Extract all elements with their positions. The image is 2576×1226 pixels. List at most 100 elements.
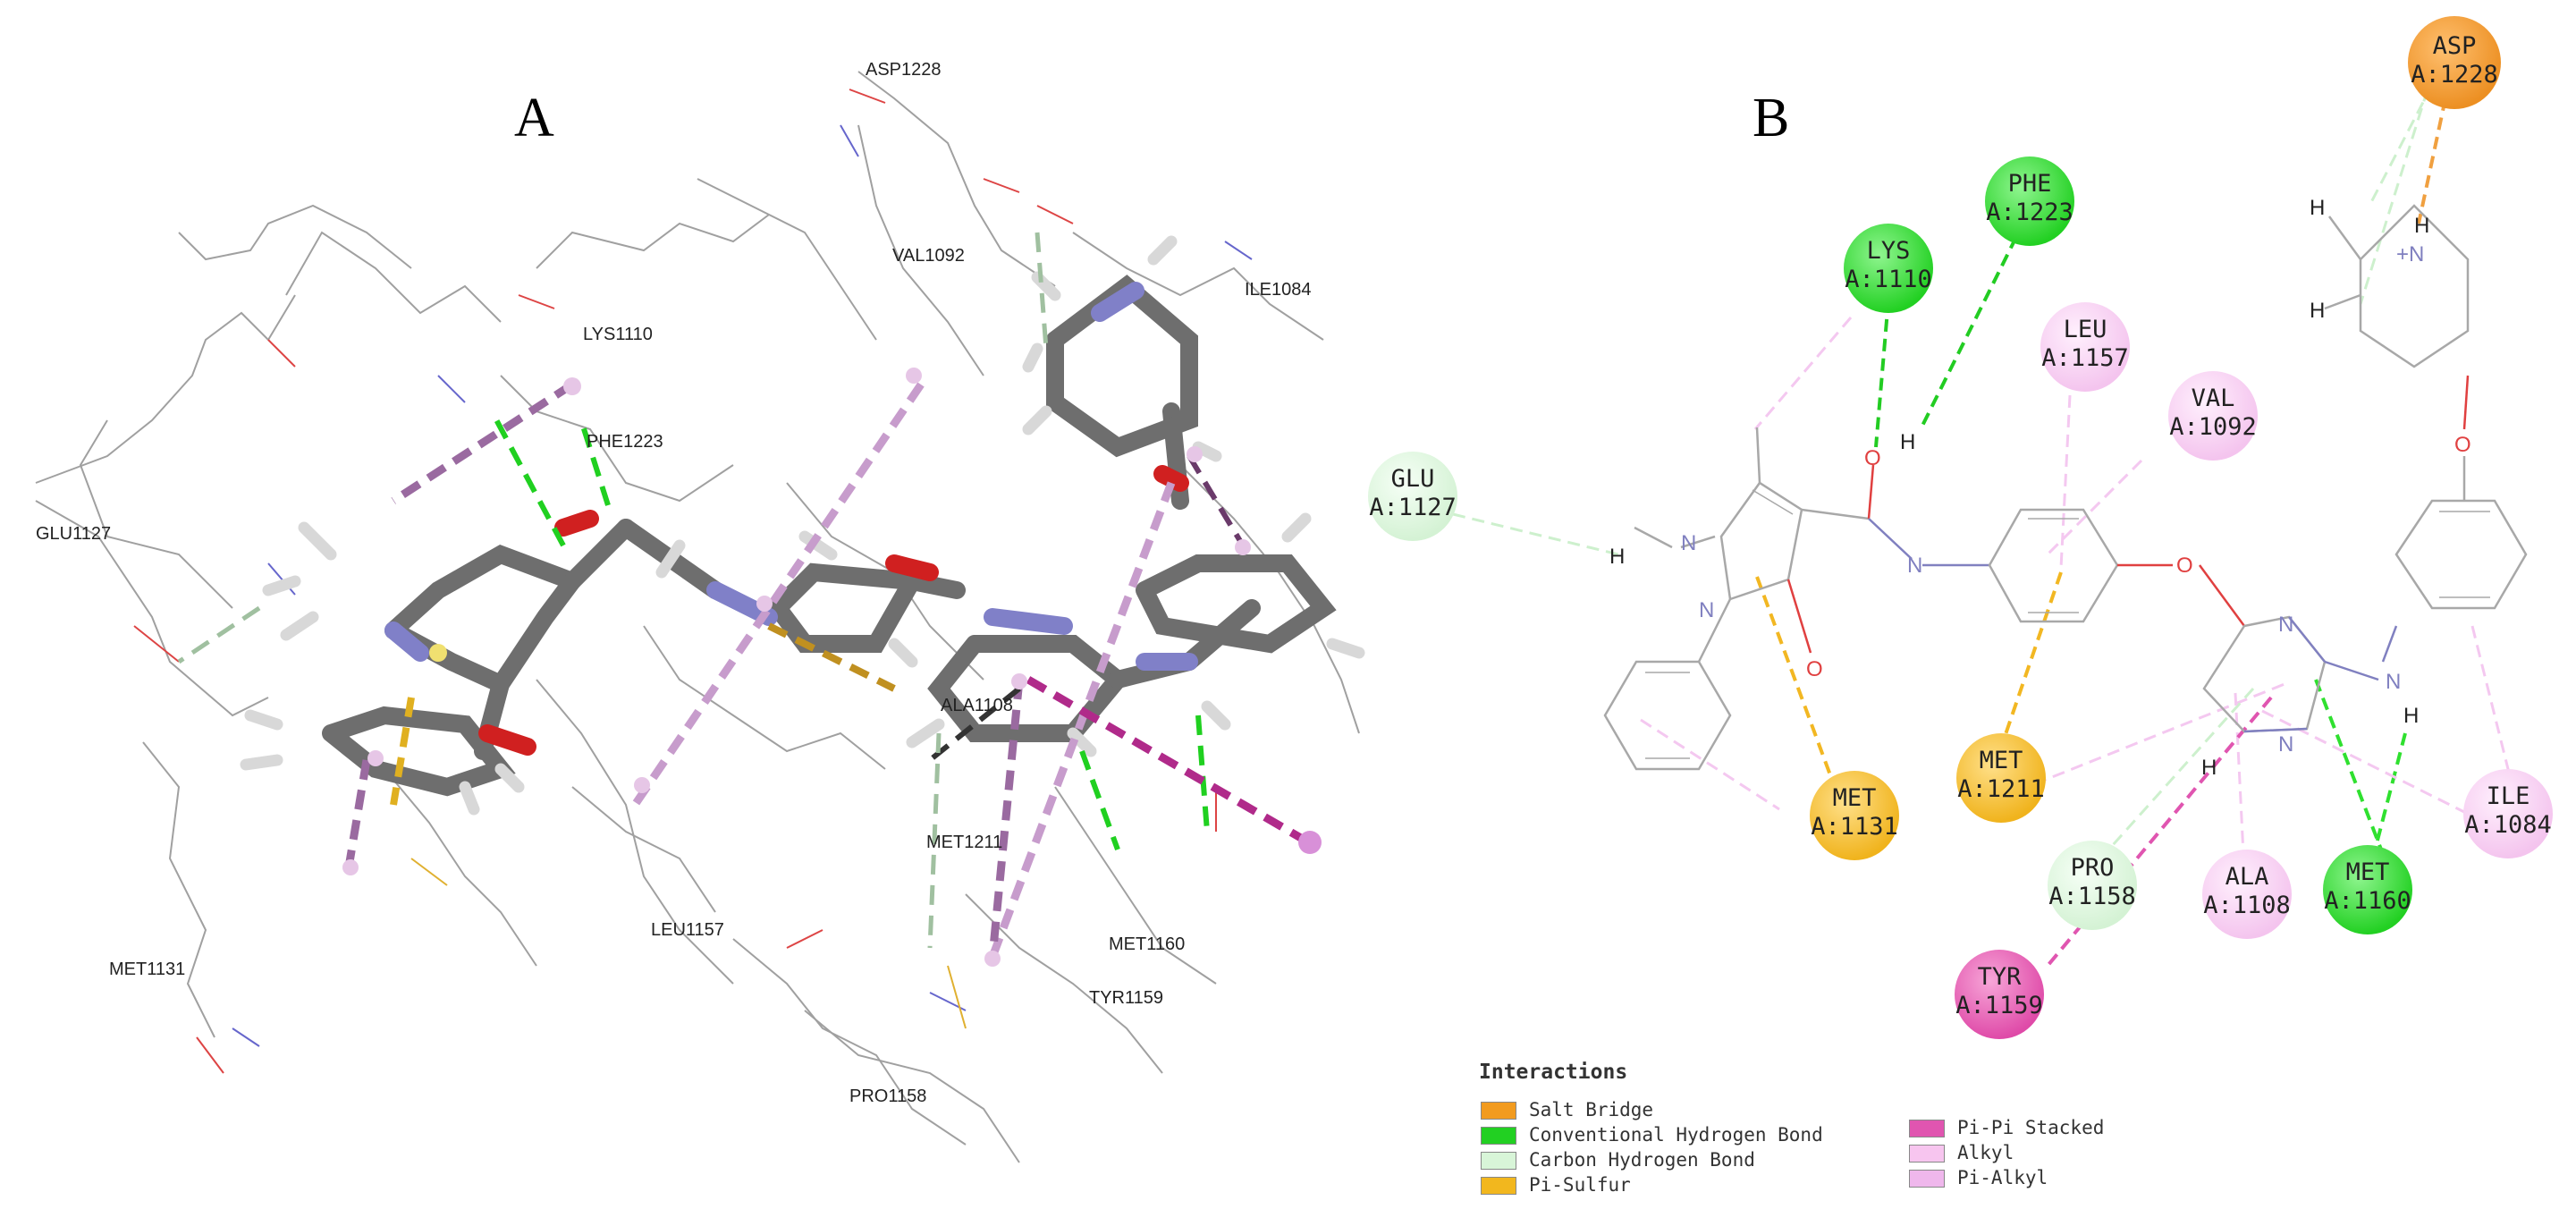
residue-met-1211: MET A:1211 xyxy=(1956,733,2046,823)
legend-item-pi-sulfur: Pi-Sulfur xyxy=(1481,1173,1631,1196)
residue-name: PRO xyxy=(2071,854,2115,882)
atom-o: O xyxy=(1864,446,1881,470)
res3d-label: PHE1223 xyxy=(587,432,663,452)
res3d-label: LEU1157 xyxy=(651,920,724,940)
panel-b-label: B xyxy=(1753,88,1789,148)
residue-lys-1110: LYS A:1110 xyxy=(1844,224,1933,313)
residue-id: A:1228 xyxy=(2411,61,2498,89)
legend-item-pi-pi-stacked: Pi-Pi Stacked xyxy=(1909,1116,2104,1139)
residue-ile-1084: ILE A:1084 xyxy=(2463,769,2553,858)
residue-id: A:1092 xyxy=(2169,413,2257,441)
residue-met-1131: MET A:1131 xyxy=(1810,771,1899,860)
atom-n: N xyxy=(1699,598,1714,622)
atom-n: N xyxy=(2278,732,2293,757)
res3d-label: PRO1158 xyxy=(849,1086,926,1106)
centroid-spheres xyxy=(342,368,1322,967)
residue-name: LEU xyxy=(2064,316,2107,343)
legend-label: Salt Bridge xyxy=(1529,1099,1654,1120)
atom-n: N xyxy=(1681,531,1696,555)
residue-tyr-1159: TYR A:1159 xyxy=(1955,950,2044,1039)
atom-h: H xyxy=(2403,704,2419,728)
atom-h: H xyxy=(2310,196,2325,220)
panel-a-label: A xyxy=(514,88,554,148)
residue-name: ALA xyxy=(2225,863,2269,891)
legend-item-pi-alkyl: Pi-Alkyl xyxy=(1909,1166,2048,1189)
residue-leu-1157: LEU A:1157 xyxy=(2040,302,2130,392)
residue-glu-1127: GLU A:1127 xyxy=(1368,452,1457,541)
legend-swatch xyxy=(1481,1102,1516,1120)
legend-label: Carbon Hydrogen Bond xyxy=(1529,1149,1755,1171)
residue-name: MET xyxy=(2346,858,2390,886)
residue-pro-1158: PRO A:1158 xyxy=(2048,841,2137,930)
residue-id: A:1110 xyxy=(1845,266,1932,293)
legend-swatch xyxy=(1909,1120,1945,1137)
panel-b: B xyxy=(1368,16,2553,1039)
residue-phe-1223: PHE A:1223 xyxy=(1985,156,2074,246)
atom-h: H xyxy=(2414,214,2429,238)
atom-h: H xyxy=(1900,430,1915,454)
residue-met-1160: MET A:1160 xyxy=(2323,845,2412,934)
res3d-label: ILE1084 xyxy=(1245,280,1312,300)
legend-swatch xyxy=(1481,1177,1516,1195)
legend-item-salt-bridge: Salt Bridge xyxy=(1481,1098,1653,1121)
res3d-label: LYS1110 xyxy=(583,325,653,344)
atom-o: O xyxy=(2454,433,2471,457)
legend-label: Pi-Alkyl xyxy=(1957,1167,2048,1188)
residue-id: A:1084 xyxy=(2464,811,2552,839)
legend-title: Interactions xyxy=(1479,1061,1628,1084)
res3d-label: MET1160 xyxy=(1109,934,1185,954)
legend-swatch xyxy=(1909,1145,1945,1163)
legend-label: Conventional Hydrogen Bond xyxy=(1529,1124,1823,1146)
residue-id: A:1211 xyxy=(1957,775,2045,803)
panel-a: A xyxy=(35,60,1365,1163)
res3d-label: VAL1092 xyxy=(892,246,965,266)
residue-asp-1228: ASP A:1228 xyxy=(2408,16,2501,109)
residue-name: MET xyxy=(1833,784,1877,812)
residue-id: A:1157 xyxy=(2041,344,2129,372)
residue-id: A:1158 xyxy=(2048,883,2136,910)
residue-id: A:1108 xyxy=(2203,892,2291,919)
interaction-lines-2d xyxy=(1452,84,2514,968)
atom-n: N xyxy=(2278,613,2293,637)
res3d-label: ALA1108 xyxy=(941,696,1013,715)
res3d-label: GLU1127 xyxy=(36,524,111,544)
legend-label: Pi-Pi Stacked xyxy=(1957,1117,2105,1138)
legend-item-conventional-hb: Conventional Hydrogen Bond xyxy=(1481,1123,1823,1146)
residue-name: ILE xyxy=(2487,782,2530,810)
res3d-label: MET1131 xyxy=(109,960,185,979)
legend-label: Pi-Sulfur xyxy=(1529,1174,1631,1196)
residue-name: VAL xyxy=(2192,385,2235,412)
molecule-skeleton-2d xyxy=(1603,204,2528,771)
atom-h: H xyxy=(1609,545,1625,569)
residue-discs: ASP A:1228 PHE A:1223 LYS A:1110 LEU A:1… xyxy=(1368,16,2553,1039)
atom-h: H xyxy=(2201,756,2217,780)
residue-ala-1108: ALA A:1108 xyxy=(2202,850,2292,939)
atom-h: H xyxy=(2310,299,2325,323)
legend-swatch xyxy=(1481,1152,1516,1170)
residue-id: A:1159 xyxy=(1955,992,2043,1019)
residue-name: GLU xyxy=(1391,465,1435,493)
legend-swatch xyxy=(1909,1170,1945,1188)
residue-name: PHE xyxy=(2008,170,2052,198)
residue-name: MET xyxy=(1980,747,2023,774)
res3d-label: ASP1228 xyxy=(866,60,942,80)
residue-name: ASP xyxy=(2433,32,2477,60)
residue-name: LYS xyxy=(1867,237,1911,265)
residue-labels-3d: ASP1228 VAL1092 ILE1084 LYS1110 PHE1223 … xyxy=(36,60,1312,1106)
legend-label: Alkyl xyxy=(1957,1142,2014,1163)
legend-item-carbon-hb: Carbon Hydrogen Bond xyxy=(1481,1148,1755,1171)
residue-id: A:1160 xyxy=(2324,887,2411,915)
wireframe-accents xyxy=(133,89,1253,1074)
legend-swatch xyxy=(1481,1127,1516,1145)
residue-name: TYR xyxy=(1978,963,2023,991)
atom-labels: N N O O N O N N N O +N H H H H H H H xyxy=(1609,196,2471,780)
res3d-label: TYR1159 xyxy=(1089,988,1163,1008)
atom-n: N xyxy=(1907,554,1922,578)
residue-id: A:1131 xyxy=(1811,813,1898,841)
residue-id: A:1223 xyxy=(1986,199,2073,226)
atom-n: N xyxy=(2386,670,2401,694)
residue-val-1092: VAL A:1092 xyxy=(2168,371,2258,461)
atom-nplus: +N xyxy=(2396,242,2424,266)
residue-id: A:1127 xyxy=(1369,494,1457,521)
